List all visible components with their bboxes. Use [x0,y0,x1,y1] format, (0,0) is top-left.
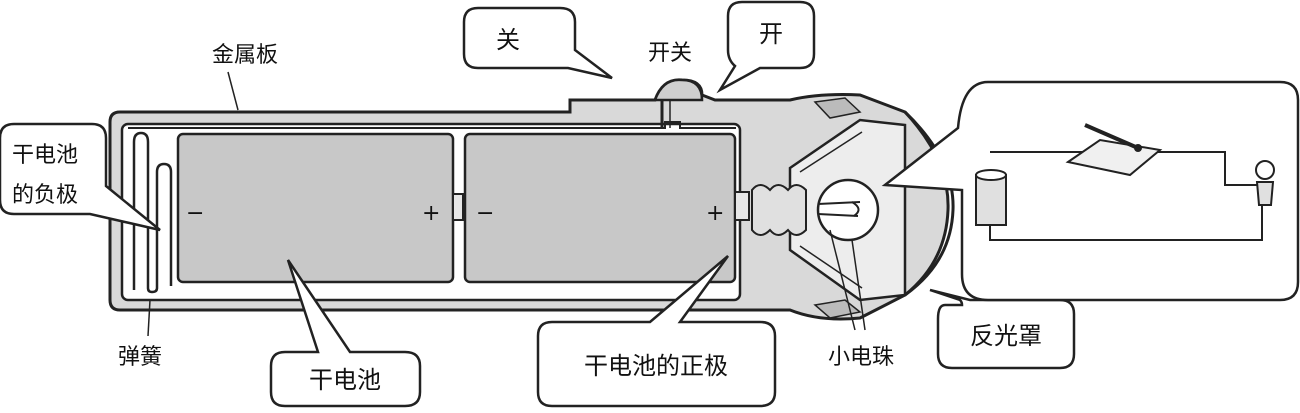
label-reflector: 反光罩 [970,322,1042,350]
battery-1-plus-sign: + [422,201,440,226]
small-bulb [816,178,880,242]
callout-negative [0,122,161,232]
battery-2-minus-sign: − [476,201,494,226]
inset-battery-icon [975,174,1007,226]
callout-on [716,0,816,94]
spring [132,131,173,294]
callout-off [462,6,613,80]
label-switch: 开关 [648,41,692,66]
label-off: 关 [496,26,520,54]
label-negative-line2: 的负极 [12,183,78,208]
metal-plate [128,98,736,129]
label-metal-plate: 金属板 [212,43,278,68]
label-on: 开 [759,20,783,48]
inset-switch-lever [1084,123,1139,150]
label-spring: 弹簧 [118,345,162,370]
inset-bulb-icon [1255,160,1275,180]
battery-2-plus-sign: + [706,201,724,226]
leader-lines [147,71,866,337]
lens-ring [903,110,955,297]
battery-1-minus-sign: − [186,201,204,226]
callout-reflector [929,288,1076,370]
label-negative-line1: 干电池 [12,143,78,168]
switch [653,78,704,102]
callout-battery [269,259,422,408]
bulb-socket [751,184,807,236]
label-positive-terminal: 干电池的正极 [584,352,728,380]
battery-2 [463,132,750,284]
label-battery: 干电池 [309,366,381,394]
callout-positive [536,255,777,408]
label-small-bulb: 小电珠 [828,345,894,370]
battery-1 [176,132,464,284]
circuit-inset [881,80,1300,302]
